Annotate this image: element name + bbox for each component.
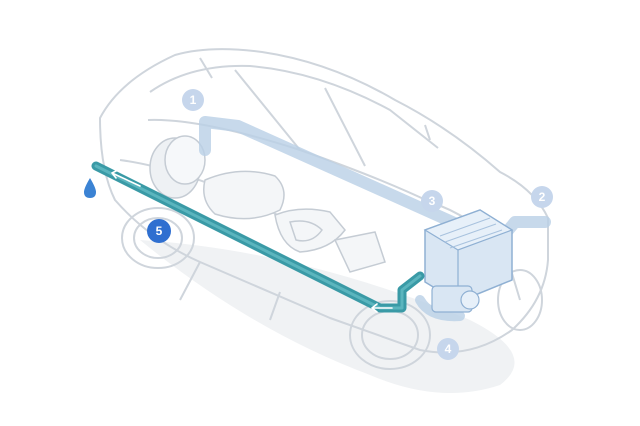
- hydrogen-supply-pipe: [199, 116, 476, 236]
- hydrogen-tank: [149, 135, 206, 199]
- callout-1-label: 1: [190, 93, 197, 107]
- callout-2-label: 2: [539, 190, 546, 204]
- interior-components: [203, 170, 386, 273]
- rear-wheel: [121, 207, 195, 269]
- callout-3-label: 3: [429, 194, 436, 208]
- steering-area: [289, 220, 323, 242]
- center-console: [333, 231, 386, 273]
- callout-3[interactable]: 3: [421, 190, 443, 212]
- front-right-wheel: [497, 269, 543, 331]
- callout-5[interactable]: 5: [147, 219, 171, 243]
- fuel-cell-stack: [423, 209, 514, 313]
- water-drop-icon: [84, 178, 96, 198]
- exhaust-flow-arrows: [111, 169, 393, 313]
- flow-arrow-front: [371, 303, 393, 313]
- coolant-pipe: [415, 295, 465, 322]
- callout-1[interactable]: 1: [182, 89, 204, 111]
- wheels: [121, 207, 543, 370]
- callout-2[interactable]: 2: [531, 186, 553, 208]
- callout-4-label: 4: [445, 342, 452, 356]
- flow-arrow-rear: [111, 169, 141, 187]
- callout-4[interactable]: 4: [437, 338, 459, 360]
- front-wheel: [349, 300, 431, 370]
- rear-seat: [203, 170, 285, 220]
- callout-5-label: 5: [156, 224, 163, 238]
